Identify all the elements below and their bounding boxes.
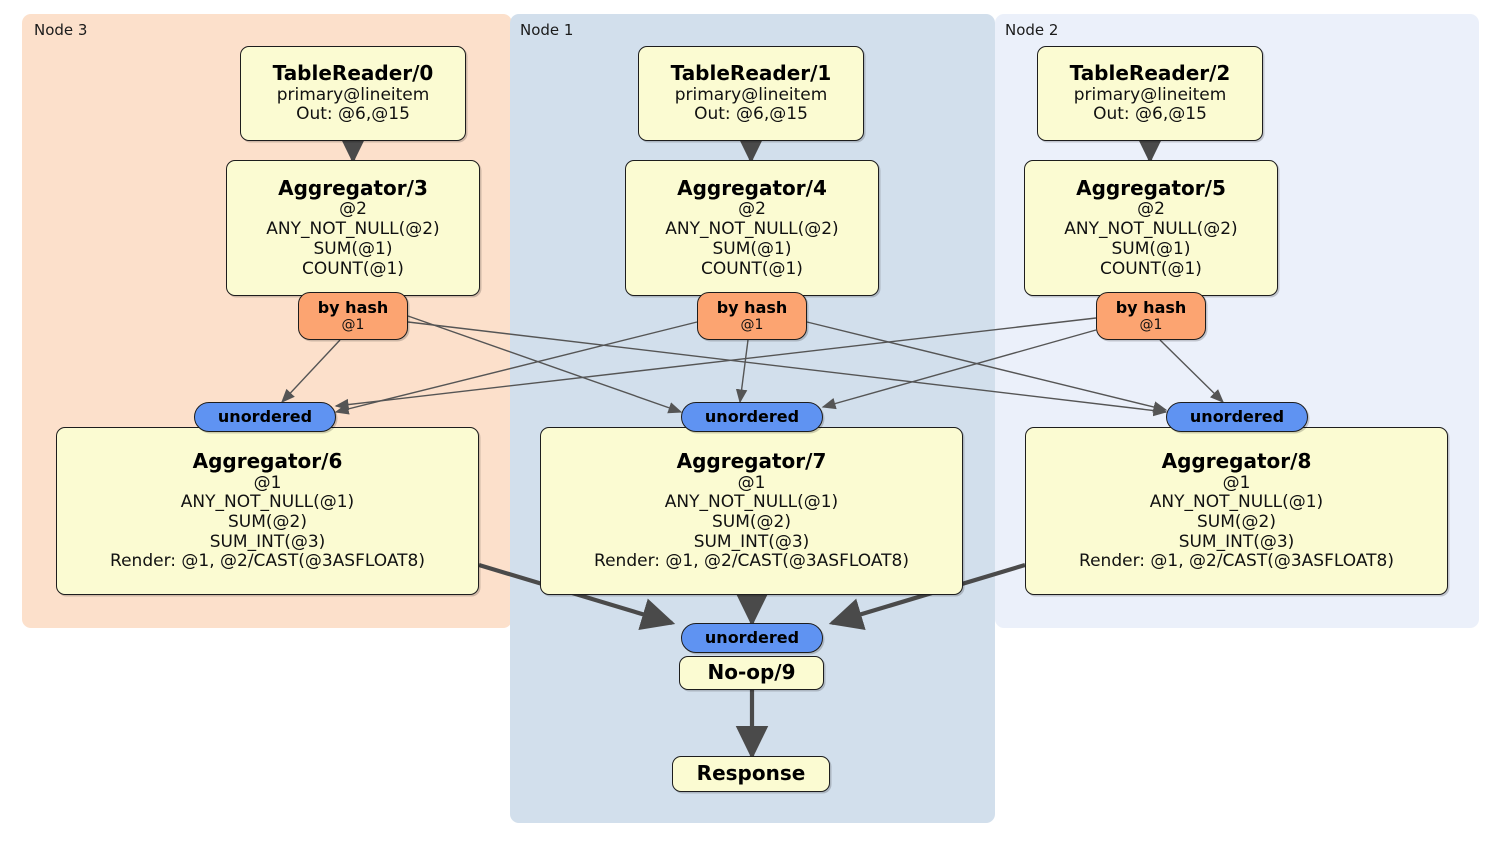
processor-box-response[interactable]: Response: [672, 756, 830, 792]
router-label: by hash: [716, 297, 788, 317]
processor-detail-line: SUM_INT(@3): [693, 531, 810, 552]
processor-title: TableReader/0: [272, 60, 434, 85]
router-column: @1: [341, 317, 365, 334]
router-pill-hash5[interactable]: by hash@1: [1096, 292, 1206, 340]
processor-title: Aggregator/7: [676, 448, 827, 473]
processor-title: TableReader/2: [1069, 60, 1231, 85]
processor-detail-line: primary@lineitem: [674, 84, 828, 105]
node-panel-label-node2: Node 2: [1005, 21, 1059, 39]
processor-detail-line: @1: [737, 472, 766, 493]
processor-detail-line: ANY_NOT_NULL(@2): [266, 219, 440, 240]
processor-detail-line: @1: [253, 472, 282, 493]
processor-title: Response: [696, 761, 806, 786]
processor-detail-line: Render: @1, @2/CAST(@3ASFLOAT8): [1079, 551, 1394, 572]
router-pill-hash4[interactable]: by hash@1: [697, 292, 807, 340]
processor-detail-line: Out: @6,@15: [1093, 104, 1207, 125]
router-column: @1: [1139, 317, 1163, 334]
processor-detail-line: @2: [738, 199, 766, 220]
processor-detail-line: COUNT(@1): [302, 258, 404, 279]
processor-detail-line: COUNT(@1): [701, 258, 803, 279]
processor-title: Aggregator/5: [1076, 175, 1226, 200]
router-column: @1: [740, 317, 764, 334]
processor-detail-line: primary@lineitem: [276, 84, 430, 105]
processor-detail-line: ANY_NOT_NULL(@2): [665, 219, 839, 240]
processor-title: Aggregator/3: [278, 175, 428, 200]
router-pill-hash3[interactable]: by hash@1: [298, 292, 408, 340]
processor-detail-line: SUM(@1): [313, 238, 393, 259]
synchronizer-pill-un7[interactable]: unordered: [681, 402, 823, 432]
processor-detail-line: @1: [1222, 472, 1251, 493]
processor-detail-line: SUM_INT(@3): [1178, 531, 1295, 552]
processor-detail-line: Out: @6,@15: [694, 104, 808, 125]
processor-detail-line: primary@lineitem: [1073, 84, 1227, 105]
router-label: by hash: [317, 297, 389, 317]
synchronizer-pill-unfinal[interactable]: unordered: [681, 623, 823, 653]
processor-detail-line: @2: [1137, 199, 1165, 220]
processor-detail-line: ANY_NOT_NULL(@2): [1064, 219, 1238, 240]
processor-detail-line: ANY_NOT_NULL(@1): [1149, 492, 1324, 513]
router-label: by hash: [1115, 297, 1187, 317]
processor-detail-line: SUM(@2): [1197, 511, 1276, 532]
processor-box-noop9[interactable]: No-op/9: [679, 656, 824, 690]
processor-detail-line: Out: @6,@15: [296, 104, 410, 125]
processor-detail-line: SUM(@1): [712, 238, 792, 259]
processor-detail-line: SUM(@1): [1111, 238, 1191, 259]
synchronizer-label: unordered: [1189, 406, 1285, 426]
processor-detail-line: SUM(@2): [712, 511, 791, 532]
synchronizer-label: unordered: [704, 406, 800, 426]
processor-detail-line: @2: [339, 199, 367, 220]
processor-title: Aggregator/8: [1161, 448, 1312, 473]
synchronizer-label: unordered: [704, 627, 800, 647]
processor-detail-line: Render: @1, @2/CAST(@3ASFLOAT8): [594, 551, 909, 572]
processor-detail-line: COUNT(@1): [1100, 258, 1202, 279]
processor-title: TableReader/1: [670, 60, 832, 85]
node-panel-label-node3: Node 3: [34, 21, 88, 39]
processor-title: Aggregator/4: [677, 175, 827, 200]
synchronizer-pill-un8[interactable]: unordered: [1166, 402, 1308, 432]
synchronizer-pill-un6[interactable]: unordered: [194, 402, 336, 432]
processor-detail-line: ANY_NOT_NULL(@1): [664, 492, 839, 513]
node-panel-label-node1: Node 1: [520, 21, 574, 39]
processor-title: Aggregator/6: [192, 448, 343, 473]
processor-detail-line: Render: @1, @2/CAST(@3ASFLOAT8): [110, 551, 425, 572]
processor-title: No-op/9: [707, 660, 796, 685]
processor-detail-line: ANY_NOT_NULL(@1): [180, 492, 355, 513]
synchronizer-label: unordered: [217, 406, 313, 426]
processor-detail-line: SUM_INT(@3): [209, 531, 326, 552]
processor-detail-line: SUM(@2): [228, 511, 307, 532]
